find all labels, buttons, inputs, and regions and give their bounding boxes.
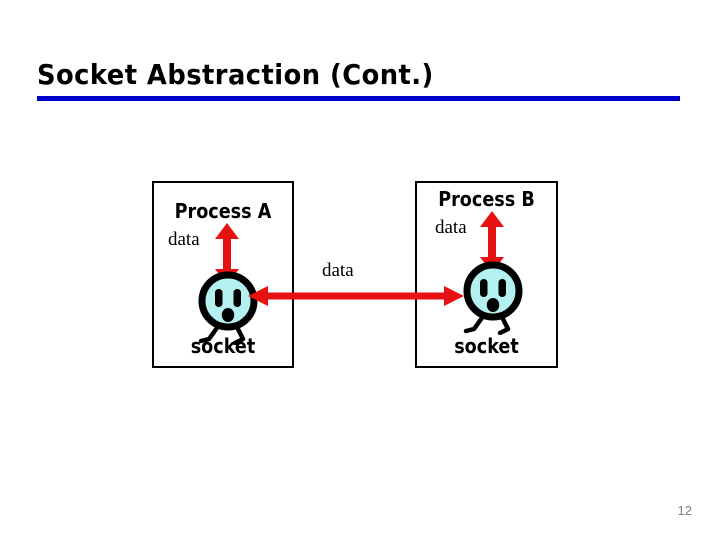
- process-a-title: Process A: [174, 199, 272, 223]
- process-a-socket-label: socket: [190, 334, 256, 358]
- socket-icon: [463, 261, 523, 335]
- connection-arrow: [248, 286, 464, 306]
- process-b-socket-label: socket: [454, 334, 519, 358]
- process-box-b: Process B data socket: [415, 181, 558, 368]
- page-number: 12: [677, 503, 692, 518]
- process-b-title: Process B: [438, 187, 535, 211]
- process-a-data-label: data: [168, 229, 200, 250]
- process-box-a: Process A data socket: [152, 181, 294, 368]
- page-title: Socket Abstraction (Cont.): [37, 58, 434, 91]
- connection-data-label: data: [322, 260, 354, 281]
- process-b-data-label: data: [435, 217, 467, 238]
- title-underline-rule: [37, 96, 680, 101]
- socket-icon: [198, 271, 258, 345]
